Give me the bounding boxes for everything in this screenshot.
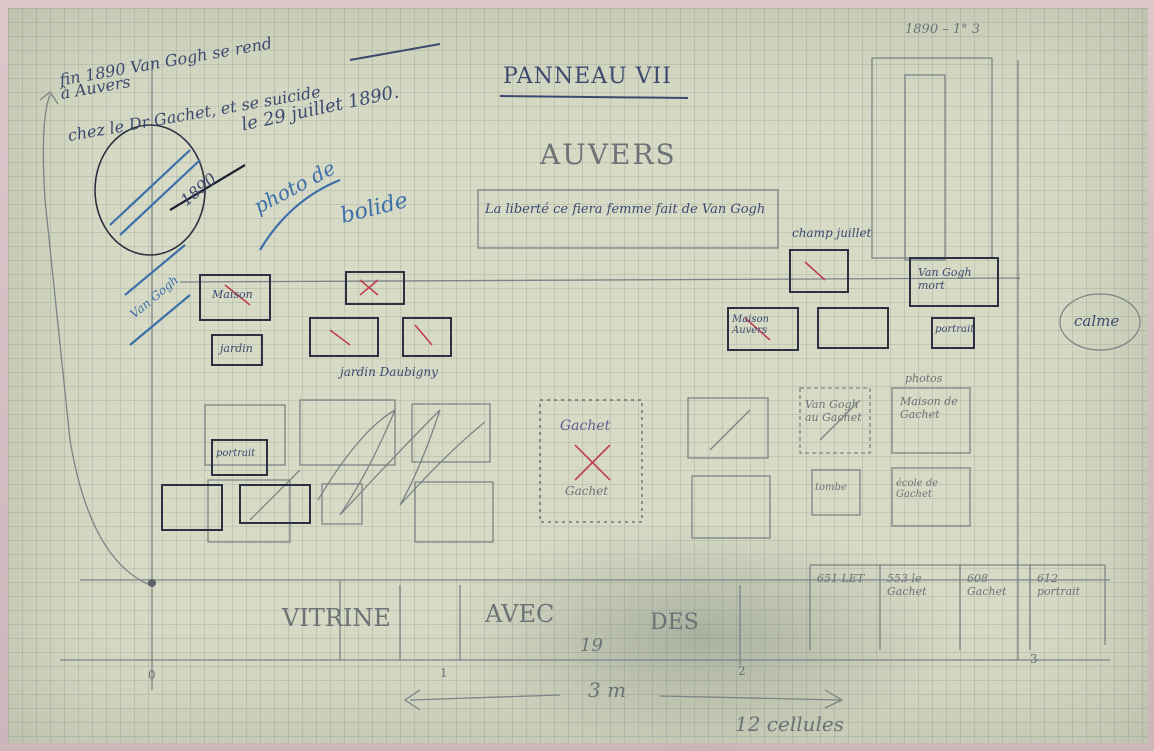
label-ecole: école de Gachet <box>896 478 966 500</box>
dimension-label: 3 m <box>588 678 626 702</box>
vitrine-cell-1: 651 LET <box>817 572 877 585</box>
label-calme: calme <box>1074 312 1119 330</box>
cell-count-label: 12 cellules <box>735 712 844 736</box>
avec-word: AVEC <box>485 600 554 628</box>
label-photos: photos <box>905 372 942 385</box>
label-jardin-daubigny: jardin Daubigny <box>340 365 438 379</box>
vitrine-cell-3: 608 Gachet <box>967 572 1025 598</box>
label-maison-auvers: Maison Auvers <box>732 314 798 336</box>
label-maison: Maison <box>212 288 253 301</box>
label-gachet-lower: Gachet <box>565 484 608 498</box>
label-van-gogh-mort: Van Gogh mort <box>918 266 998 292</box>
label-maison-gachet: Maison de Gachet <box>900 395 970 421</box>
axis-tick-1: 1 <box>440 666 448 680</box>
count-19: 19 <box>580 635 603 656</box>
vitrine-cell-2: 553 le Gachet <box>887 572 955 598</box>
top-right-note: 1890 – 1° 3 <box>905 22 980 37</box>
label-van-gogh-gachet: Van Gogh au Gachet <box>805 398 867 424</box>
label-champ-juillet: champ juillet <box>792 226 871 240</box>
label-portrait-left: portrait <box>216 448 255 459</box>
panel-title: PANNEAU VII <box>503 64 672 89</box>
vitrine-word: VITRINE <box>282 604 391 632</box>
label-portrait: portrait <box>935 324 974 335</box>
caption-box-text: La liberté ce fiera femme fait de Van Go… <box>485 202 775 217</box>
label-jardin: jardin <box>220 342 253 355</box>
vitrine-cell-4: 612 portrait <box>1037 572 1101 598</box>
axis-origin: 0 <box>148 668 156 682</box>
des-word: DES <box>650 610 699 635</box>
label-tombe: tombe <box>815 482 847 493</box>
section-title: AUVERS <box>540 138 677 171</box>
axis-tick-3: 3 <box>1030 652 1038 666</box>
axis-tick-2: 2 <box>738 664 746 678</box>
panel-rail-line <box>180 278 1020 282</box>
label-gachet-center: Gachet <box>560 418 610 434</box>
